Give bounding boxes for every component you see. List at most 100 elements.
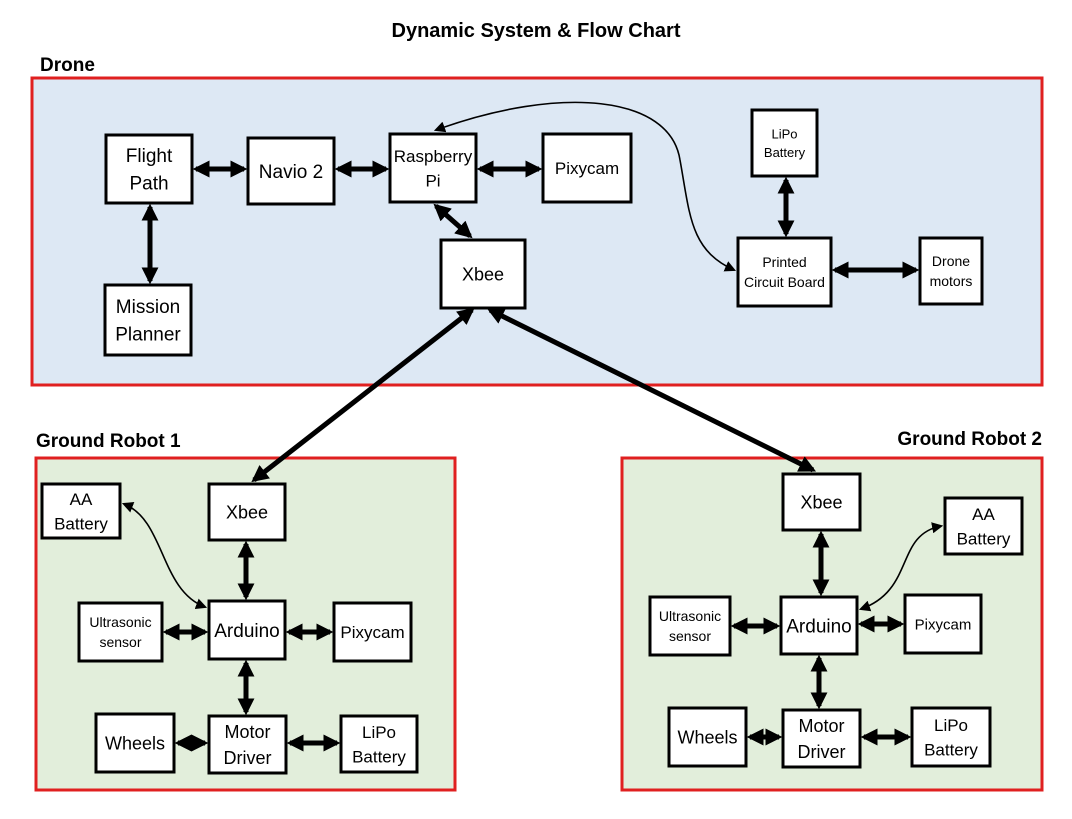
node-label: Navio 2 [259,162,323,183]
node-label: Path [129,174,168,195]
node-r2-arduino: Arduino [779,595,859,656]
node-d-xbee: Xbee [439,238,527,310]
node-box [77,601,164,663]
node-r2-pixy: Pixycam [903,593,983,655]
node-box [781,472,862,532]
node-label: sensor [669,628,711,644]
node-box [648,595,732,657]
node-label: Pixycam [555,159,619,178]
node-label: Circuit Board [744,274,825,290]
node-box [103,283,193,357]
drone-section-label: Drone [40,55,95,76]
node-label: Battery [924,740,978,759]
node-label: Battery [764,145,806,160]
node-r2-wheels: Wheels [667,706,748,768]
node-label: Xbee [226,502,268,522]
node-box [207,714,288,775]
node-r2-ultra: Ultrasonic sensor [648,595,732,657]
node-label: Printed [762,254,806,270]
node-d-navio: Navio 2 [246,136,336,206]
arrow-pcb-rpi-curve [433,101,737,272]
node-label: Planner [115,325,181,346]
node-label: AA [972,505,995,524]
node-label: AA [70,490,93,509]
node-label: Battery [957,529,1011,548]
node-box [943,496,1024,556]
node-label: Battery [54,514,108,533]
node-label: Wheels [677,727,737,747]
node-label: Driver [224,748,272,768]
node-label: Ultrasonic [89,614,151,630]
node-label: Motor [798,716,844,736]
node-r1-wheels: Wheels [94,712,176,774]
node-box [779,595,859,656]
node-r1-ultra: Ultrasonic sensor [77,601,164,663]
node-box [439,238,527,310]
node-box [736,236,833,308]
node-label: Xbee [462,264,504,284]
node-r2-aa: AA Battery [943,496,1024,556]
node-label: Pixycam [915,616,972,633]
node-box [104,133,194,205]
node-label: Driver [798,742,846,762]
node-label: Pi [425,171,440,190]
chart-title: Dynamic System & Flow Chart [392,20,681,42]
node-label: Motor [224,722,270,742]
node-label: LiPo [362,723,396,742]
node-label: LiPo [771,126,797,141]
node-r2-xbee: Xbee [781,472,862,532]
node-label: Ultrasonic [659,608,721,624]
node-box [332,601,413,663]
node-label: Flight [126,146,173,167]
node-label: Arduino [786,616,852,637]
node-box [339,714,419,774]
node-box [750,108,819,178]
node-r1-pixy: Pixycam [332,601,413,663]
ground-robot-2-label: Ground Robot 2 [897,429,1042,450]
node-label: LiPo [934,716,968,735]
node-label: Wheels [105,733,165,753]
arrow-drone-xbee-robot1 [251,307,475,483]
node-box [910,706,992,768]
node-d-pixy: Pixycam [541,132,633,204]
node-box [246,136,336,206]
arrow-r2-aa-arduino-curve [858,522,944,612]
node-label: sensor [99,634,141,650]
node-box [667,706,748,768]
node-label: Pixycam [340,623,404,642]
node-box [903,593,983,655]
arrow-drone-xbee-robot2 [486,307,817,473]
node-box [207,599,287,661]
node-box [918,236,984,306]
node-label: Xbee [800,492,842,512]
node-box [40,482,122,540]
node-label: Mission [116,297,180,318]
node-label: Arduino [214,621,280,642]
node-box [207,482,287,542]
node-box [781,708,862,769]
node-box [94,712,176,774]
node-label: Battery [352,747,406,766]
ground-robot-1-label: Ground Robot 1 [36,431,181,452]
node-r1-arduino: Arduino [207,599,287,661]
arrow-r1-aa-arduino-curve [121,502,208,610]
connectors [121,101,944,752]
node-r1-aa: AA Battery [40,482,122,540]
node-r1-xbee: Xbee [207,482,287,542]
node-label: Drone [932,253,970,269]
node-box [388,132,478,204]
node-box [541,132,633,204]
